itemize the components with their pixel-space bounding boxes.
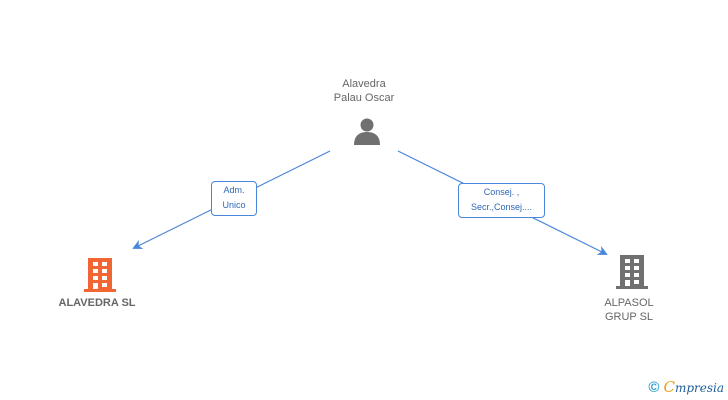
brand-initial: C [663,378,675,396]
person-name-line2: Palau Oscar [333,92,395,104]
edge-label-adm-unico[interactable]: Adm. Unico [211,181,257,216]
building-icon[interactable] [84,257,116,293]
person-icon[interactable] [352,116,382,146]
person-node-label[interactable]: Alavedra Palau Oscar [314,77,414,105]
edge-label-line2: Secr.,Consej.... [470,202,533,212]
edge-label-line1: Adm. [223,185,245,195]
company-label-alavedra-sl[interactable]: ALAVEDRA SL [58,297,136,309]
edge-label-line2: Unico [222,200,246,210]
copyright-icon: © [648,378,660,396]
company-label-alpasol-grup-sl[interactable]: ALPASOL GRUP SL [579,296,679,324]
company-name-line2: GRUP SL [604,311,654,323]
edge-label-consej[interactable]: Consej. , Secr.,Consej.... [458,183,545,218]
edge-label-line1: Consej. , [483,187,520,197]
person-name-line1: Alavedra [342,78,386,90]
empresia-logo: Cmpresia [663,378,724,396]
brand-rest: mpresia [674,381,724,395]
company-name-line1: ALPASOL [604,297,654,309]
building-icon[interactable] [616,254,648,290]
empresia-watermark: © Cmpresia [648,378,724,396]
